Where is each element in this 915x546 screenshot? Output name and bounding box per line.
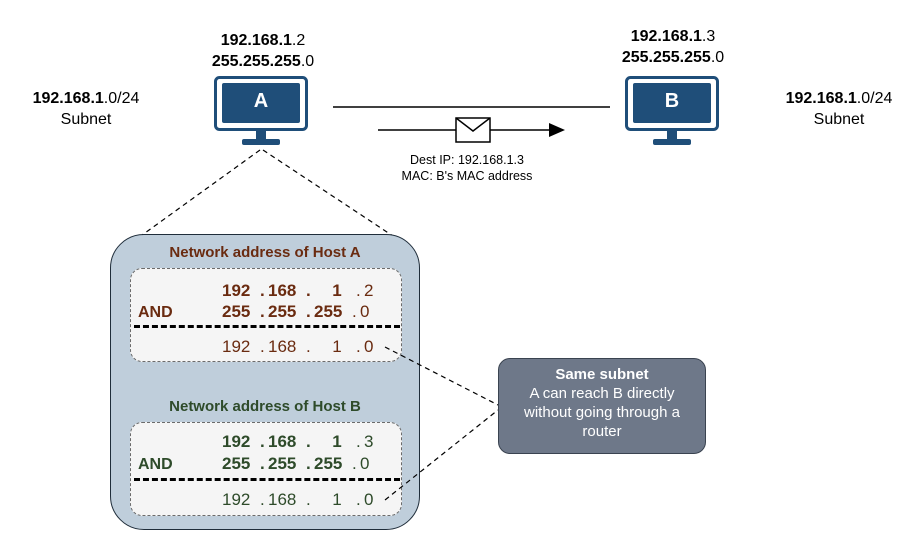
same-subnet-note: Same subnet A can reach B directly witho… <box>498 358 706 454</box>
host-b-address: 192.168.1.3 255.255.255.0 <box>621 28 725 66</box>
calc-b-divider <box>134 478 400 481</box>
right-subnet-label: 192.168.1.0/24 Subnet <box>785 90 893 128</box>
connector-a <box>384 346 499 406</box>
host-b-label: B <box>664 90 680 112</box>
zoom-line-left <box>137 149 261 239</box>
calc-b-and: AND <box>138 456 173 473</box>
monitor-icon <box>625 76 719 145</box>
calc-a-mask: 255.255.255.0 <box>222 302 370 321</box>
calc-a-title: Network address of Host A <box>169 244 361 261</box>
envelope-icon <box>455 117 491 143</box>
note-line-2: without going through a <box>524 404 680 421</box>
calc-a-result: 192.168.1.0 <box>222 337 374 356</box>
calc-b-title: Network address of Host B <box>169 398 361 415</box>
connector-b <box>384 409 499 501</box>
calc-b-box <box>130 422 402 516</box>
calc-b-mask: 255.255.255.0 <box>222 454 370 473</box>
arrow-head <box>549 123 565 137</box>
host-a-monitor[interactable]: A <box>214 76 308 148</box>
note-line-3: router <box>582 423 622 440</box>
calc-a-divider <box>134 325 400 328</box>
host-b-monitor[interactable]: B <box>625 76 719 148</box>
calc-a-ip: 192.168.1.2 <box>222 281 374 300</box>
packet-mac: MAC: B's MAC address <box>401 169 533 183</box>
note-line-1: A can reach B directly <box>529 385 675 402</box>
packet-dest-ip: Dest IP: 192.168.1.3 <box>410 153 524 167</box>
host-a-address: 192.168.1.2 255.255.255.0 <box>211 32 315 70</box>
packet-info: Dest IP: 192.168.1.3 MAC: B's MAC addres… <box>378 152 556 184</box>
calc-b-result: 192.168.1.0 <box>222 490 374 509</box>
calc-a-box <box>130 268 402 362</box>
monitor-icon <box>214 76 308 145</box>
note-title: Same subnet <box>555 366 649 383</box>
host-a-label: A <box>253 90 269 112</box>
calc-a-and: AND <box>138 304 173 321</box>
left-subnet-label: 192.168.1.0/24 Subnet <box>32 90 140 128</box>
calc-b-ip: 192.168.1.3 <box>222 432 374 451</box>
